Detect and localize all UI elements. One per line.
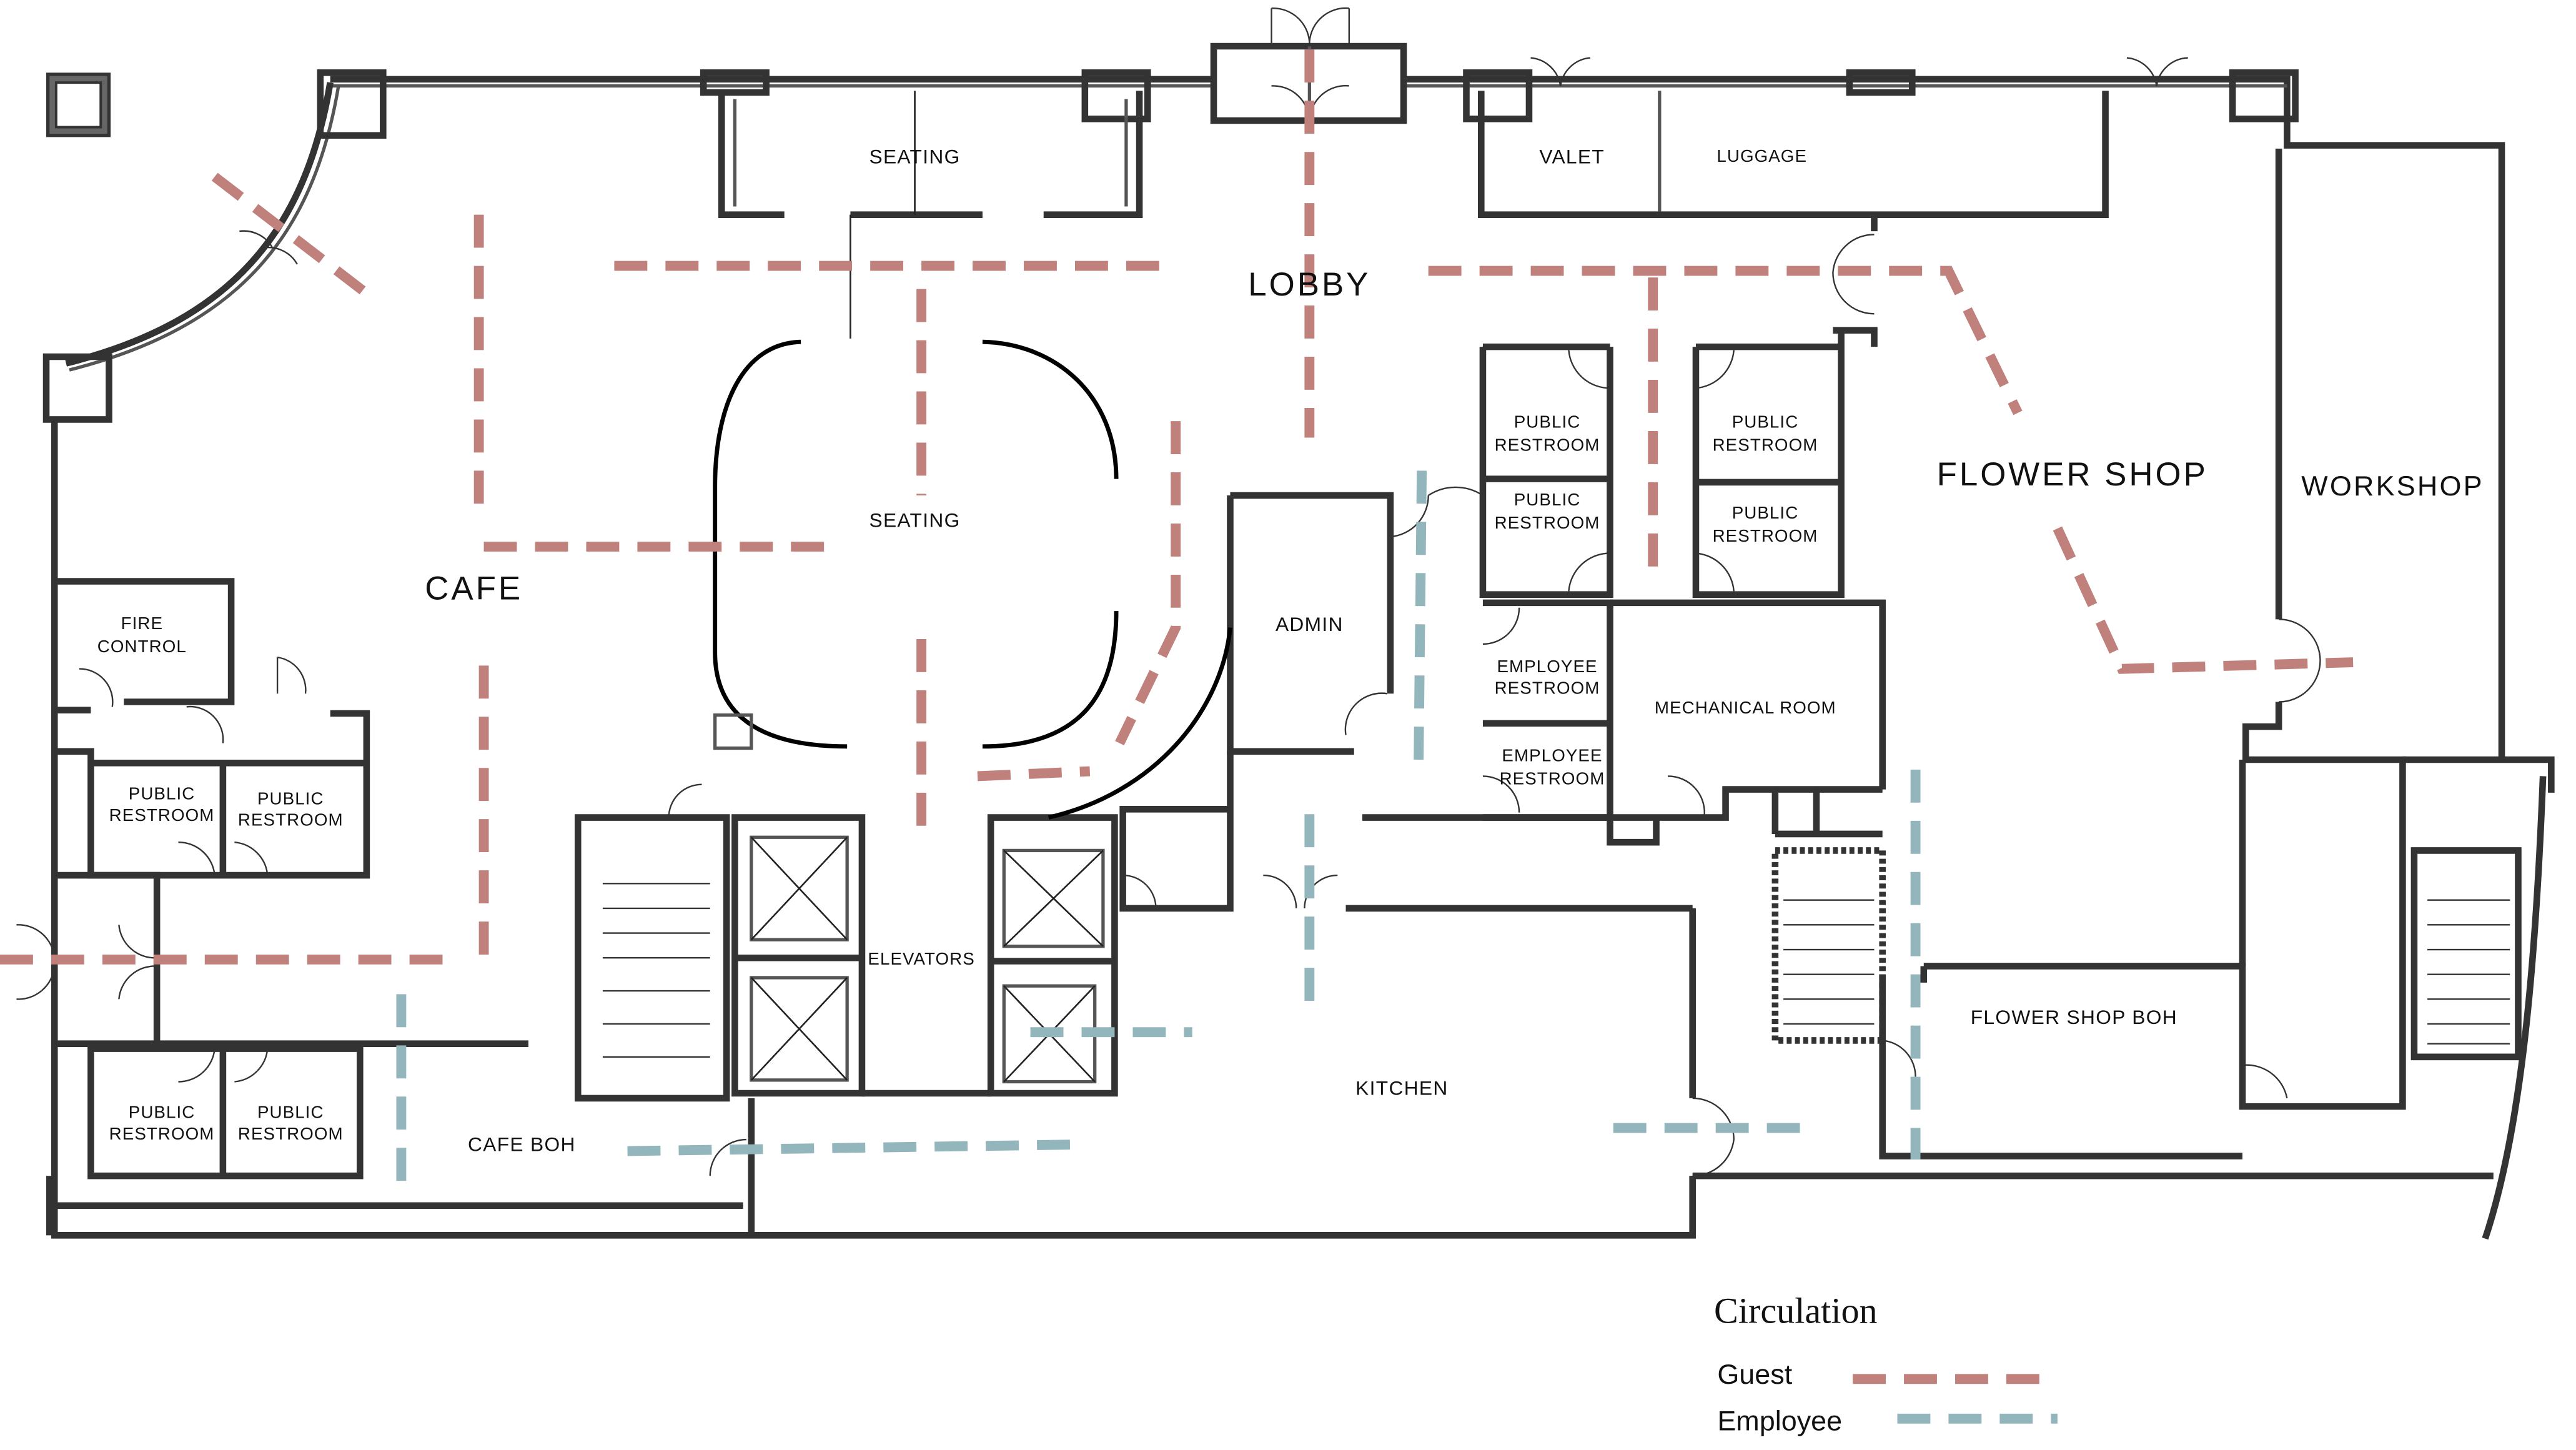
label-restroom: PUBLIC bbox=[1514, 490, 1581, 509]
label-restroom: RESTROOM bbox=[238, 810, 344, 830]
label-restroom: RESTROOM bbox=[1495, 513, 1600, 532]
label-seating-center: SEATING bbox=[869, 509, 960, 531]
seating-oval bbox=[713, 339, 1232, 820]
label-luggage: LUGGAGE bbox=[1717, 146, 1807, 166]
label-lobby: LOBBY bbox=[1248, 266, 1370, 303]
employee-circulation bbox=[396, 470, 1921, 1189]
label-cafe: CAFE bbox=[425, 570, 523, 607]
label-kitchen: KITCHEN bbox=[1355, 1077, 1448, 1100]
label-restroom: RESTROOM bbox=[109, 1124, 215, 1143]
legend-employee-label: Employee bbox=[1717, 1404, 1842, 1436]
circulation-legend: Circulation Guest Employee bbox=[1714, 1290, 2058, 1436]
interior-walls bbox=[46, 91, 2522, 1236]
label-valet: VALET bbox=[1539, 146, 1605, 168]
label-restroom: PUBLIC bbox=[129, 783, 196, 803]
legend-guest-label: Guest bbox=[1717, 1358, 1792, 1390]
legend-title: Circulation bbox=[1714, 1290, 1878, 1331]
label-restroom: PUBLIC bbox=[257, 1103, 324, 1122]
guest-circulation bbox=[0, 49, 2354, 966]
label-restroom: RESTROOM bbox=[238, 1124, 344, 1143]
label-employee-restroom: RESTROOM bbox=[1500, 769, 1605, 788]
label-restroom: RESTROOM bbox=[109, 805, 215, 825]
label-restroom: PUBLIC bbox=[1514, 412, 1581, 432]
label-fire-control-2: CONTROL bbox=[97, 637, 187, 656]
label-restroom: RESTROOM bbox=[1713, 526, 1818, 545]
label-flower-shop: FLOWER SHOP bbox=[1937, 456, 2208, 493]
label-fire-control-1: FIRE bbox=[121, 613, 163, 633]
label-restroom: PUBLIC bbox=[129, 1103, 196, 1122]
label-restroom: PUBLIC bbox=[1732, 503, 1799, 522]
label-workshop: WORKSHOP bbox=[2301, 470, 2484, 502]
label-admin: ADMIN bbox=[1276, 613, 1344, 635]
label-restroom: RESTROOM bbox=[1495, 435, 1600, 455]
label-seating-top: SEATING bbox=[869, 146, 960, 168]
label-employee-restroom: EMPLOYEE bbox=[1497, 657, 1597, 676]
room-labels: SEATING LOBBY VALET LUGGAGE SEATING CAFE… bbox=[97, 146, 2484, 1156]
label-flower-shop-boh: FLOWER SHOP BOH bbox=[1971, 1006, 2177, 1028]
label-cafe-boh: CAFE BOH bbox=[468, 1133, 576, 1156]
label-employee-restroom: RESTROOM bbox=[1495, 678, 1600, 697]
label-restroom: PUBLIC bbox=[1732, 412, 1799, 432]
exterior-walls bbox=[42, 42, 2555, 1240]
label-mechanical-room: MECHANICAL ROOM bbox=[1655, 698, 1836, 717]
doors bbox=[16, 7, 2321, 1177]
label-restroom: PUBLIC bbox=[257, 788, 324, 808]
label-employee-restroom: EMPLOYEE bbox=[1502, 746, 1602, 765]
label-restroom: RESTROOM bbox=[1713, 435, 1818, 455]
column-marker bbox=[46, 72, 111, 137]
label-elevators: ELEVATORS bbox=[868, 949, 974, 968]
